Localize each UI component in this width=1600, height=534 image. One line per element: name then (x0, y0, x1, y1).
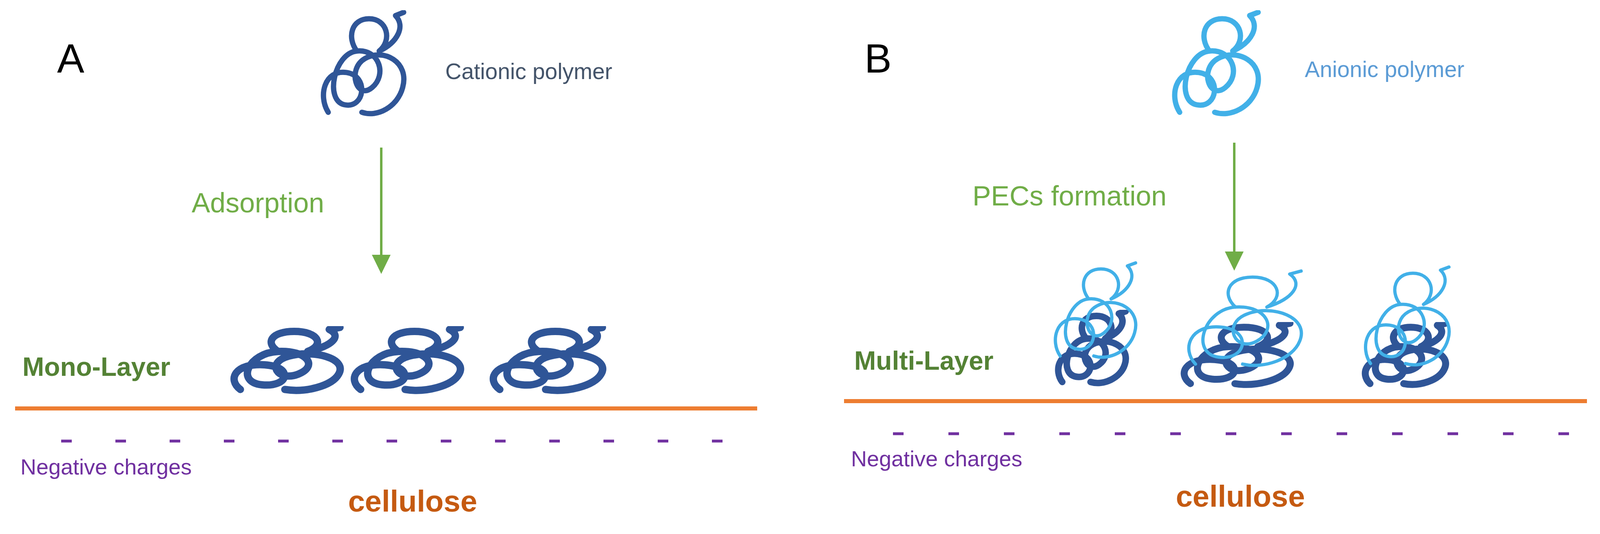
complex-anionic (1188, 271, 1302, 366)
cellulose-surface (15, 406, 758, 411)
charge-dash (223, 439, 235, 443)
charge-dash (948, 432, 960, 436)
charge-dash (1003, 432, 1015, 436)
pec-arrow (1224, 142, 1244, 271)
panel-letter: B (864, 37, 892, 79)
polymer-label: Anionic polymer (1304, 58, 1465, 81)
complex-anionic (1055, 262, 1136, 358)
adsorbed-coil (493, 327, 603, 391)
charge-dash (549, 439, 560, 443)
charge-dash (1114, 432, 1126, 436)
complex-anionic (1365, 267, 1450, 365)
negative-charges (892, 433, 1570, 435)
charge-dash (61, 439, 72, 443)
process-label: Adsorption (191, 188, 325, 217)
charge-dash (603, 439, 615, 443)
charge-dash (657, 439, 669, 443)
charge-dash (440, 439, 452, 443)
charge-dash (1336, 432, 1348, 436)
layer-label: Mono-Layer (22, 353, 171, 381)
process-label: PECs formation (972, 181, 1167, 210)
polymer-label: Cationic polymer (445, 60, 613, 83)
charge-dash (386, 439, 398, 443)
substrate-label: cellulose (348, 486, 478, 517)
charge-dash (1059, 432, 1070, 436)
charge-dash (495, 439, 506, 443)
charge-dash (278, 439, 289, 443)
charge-dash (1281, 432, 1292, 436)
cationic-coil (323, 12, 404, 114)
charge-dash (892, 432, 904, 436)
charge-dash (1170, 432, 1181, 436)
charge-label: Negative charges (850, 447, 1023, 470)
adsorbed-coil (354, 327, 461, 391)
negative-charges (61, 441, 723, 442)
charge-dash (1447, 432, 1459, 436)
adsorption-arrow (371, 147, 391, 275)
substrate-label: cellulose (1175, 481, 1306, 512)
charge-dash (169, 439, 181, 443)
charge-dash (1392, 432, 1403, 436)
charge-dash (332, 439, 343, 443)
charge-dash (1225, 432, 1237, 436)
charge-dash (115, 439, 126, 443)
charge-dash (1502, 432, 1514, 436)
cellulose-surface (844, 399, 1587, 404)
layer-label: Multi-Layer (854, 347, 994, 374)
charge-dash (1558, 432, 1570, 436)
panel-letter: A (57, 37, 85, 79)
charge-dash (711, 439, 723, 443)
anionic-coil (1174, 12, 1259, 114)
adsorbed-coil (234, 327, 341, 391)
charge-label: Negative charges (20, 455, 192, 478)
